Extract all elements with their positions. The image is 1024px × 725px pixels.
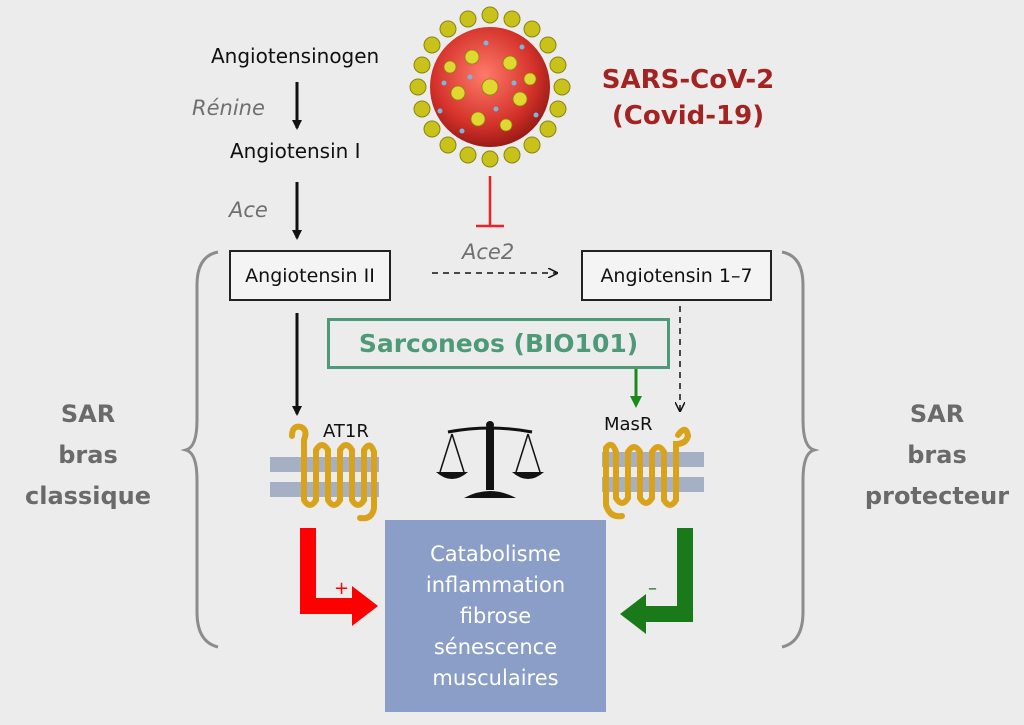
right-arm-label: SAR bras protecteur [862,394,1012,517]
inhibition-arrow-icon [620,528,693,634]
effect-line-3: fibrose [459,603,532,628]
angiotensin-1-7-box: Angiotensin 1–7 [581,250,772,301]
ace-label: Ace [229,198,268,222]
at1r-label: AT1R [323,421,369,442]
masr-receptor-icon [603,426,692,520]
masr-label: MasR [604,414,653,435]
renine-label: Rénine [192,96,265,120]
virus-title: SARS-CoV-2 (Covid-19) [600,62,776,134]
angiotensin-i-label: Angiotensin I [230,139,361,163]
ace2-label: Ace2 [462,240,515,264]
angiotensin-ii-box: Angiotensin II [229,250,391,301]
right-arm-line1: SAR [909,400,965,428]
effects-box: Catabolisme inflammation fibrose sénesce… [385,520,606,712]
virus-title-line2: (Covid-19) [611,101,765,131]
activation-arrow-icon [300,528,378,626]
balance-scale-icon [436,421,544,498]
virus-inhibition-icon [476,176,504,228]
left-brace-icon [180,250,219,649]
virus-title-line1: SARS-CoV-2 [601,65,775,95]
left-arm-label: SAR bras classique [18,394,158,517]
angiotensin-ii-label: Angiotensin II [245,264,375,287]
right-arm-line3: protecteur [864,482,1010,510]
right-brace-icon [781,250,820,649]
effect-line-1: Catabolisme [430,541,561,566]
angiotensinogen-label: Angiotensinogen [211,44,380,68]
sarconeos-box: Sarconeos (BIO101) [327,318,670,369]
plus-sign: + [334,578,350,599]
minus-sign: – [648,578,657,599]
left-arm-line3: classique [25,482,151,510]
angiotensin-1-7-label: Angiotensin 1–7 [600,264,753,287]
coronavirus-icon [409,6,571,168]
at1r-receptor-icon [289,423,377,522]
left-arm-line1: SAR [60,400,116,428]
right-arm-line2: bras [907,441,967,469]
effect-line-5: musculaires [432,665,559,690]
left-arm-line2: bras [58,441,118,469]
effect-line-4: sénescence [433,634,558,659]
effect-line-2: inflammation [425,572,566,597]
sarconeos-label: Sarconeos (BIO101) [358,329,639,358]
